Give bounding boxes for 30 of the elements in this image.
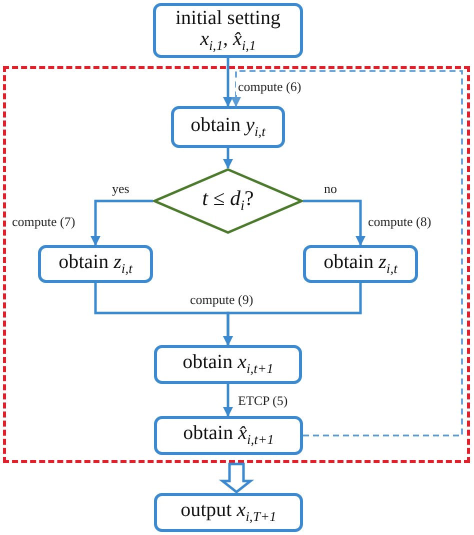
node-text: obtain x$_{i,t+1}$	[182, 352, 274, 377]
edge-label: ETCP (5)	[236, 393, 290, 409]
process-box	[153, 3, 303, 58]
node-text: t ≤ d$_{i}$?	[202, 186, 254, 216]
node-text: x$_{i,1}$, x̂$_{i,1}$	[200, 28, 256, 54]
process-box	[154, 493, 303, 532]
arrow	[223, 384, 233, 417]
edge-label: compute (8)	[366, 214, 434, 230]
arrow	[223, 148, 233, 169]
arrow	[303, 200, 366, 246]
edge-label: compute (7)	[10, 214, 78, 230]
heading-text: initial setting	[176, 8, 280, 29]
process-box	[171, 106, 285, 148]
edge-label: compute (9)	[188, 292, 256, 308]
node-text: obtain y$_{i,t}$	[190, 114, 266, 140]
node-text: obtain x̂$_{i,t+1}$	[183, 423, 274, 448]
arrow	[223, 58, 233, 107]
node-text: obtain z$_{i,t}$	[324, 252, 398, 276]
node-text: output x$_{i,T+1}$	[180, 500, 276, 525]
node-text: obtain z$_{i,t}$	[58, 252, 132, 276]
process-box	[303, 245, 418, 283]
edge-label: compute (6)	[236, 79, 304, 95]
arrow	[223, 283, 362, 346]
decision-diamond	[153, 168, 303, 234]
process-box	[154, 345, 302, 384]
arrow	[90, 200, 153, 246]
process-box	[154, 416, 303, 455]
process-box	[38, 245, 153, 283]
block-arrow	[218, 462, 254, 494]
dashed-arrow	[231, 70, 463, 436]
